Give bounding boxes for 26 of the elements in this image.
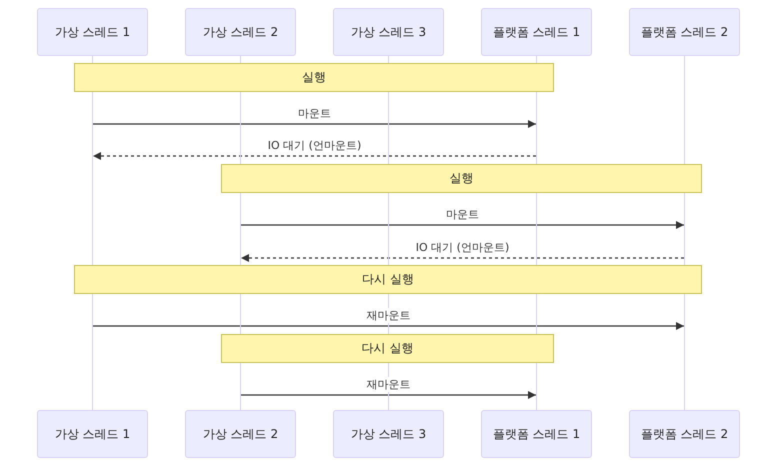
- participant-box: 가상 스레드 2: [185, 410, 296, 458]
- participant-box: 가상 스레드 2: [185, 8, 296, 56]
- message-arrow: [241, 391, 536, 399]
- edge-label: 마운트: [296, 106, 333, 121]
- note-band: 다시 실행: [221, 334, 554, 363]
- note-band: 실행: [221, 164, 702, 193]
- edge-label: 재마운트: [364, 377, 412, 392]
- message-arrow: [93, 322, 684, 330]
- edge-label: IO 대기 (언마운트): [266, 138, 364, 153]
- participant-box: 가상 스레드 3: [333, 8, 444, 56]
- message-arrow: [93, 152, 536, 160]
- participant-box: 가상 스레드 3: [333, 410, 444, 458]
- note-band: 실행: [74, 63, 554, 92]
- participant-box: 플랫폼 스레드 2: [629, 8, 740, 56]
- message-arrow: [93, 120, 536, 128]
- participant-box: 플랫폼 스레드 2: [629, 410, 740, 458]
- note-band: 다시 실행: [74, 265, 702, 294]
- edge-label: IO 대기 (언마운트): [414, 240, 512, 255]
- participant-box: 가상 스레드 1: [37, 8, 148, 56]
- participant-box: 가상 스레드 1: [37, 410, 148, 458]
- edge-label: 마운트: [444, 207, 481, 222]
- message-arrow: [241, 254, 684, 262]
- participant-box: 플랫폼 스레드 1: [481, 8, 592, 56]
- edge-label: 재마운트: [364, 308, 412, 323]
- message-arrow: [241, 221, 684, 229]
- participant-box: 플랫폼 스레드 1: [481, 410, 592, 458]
